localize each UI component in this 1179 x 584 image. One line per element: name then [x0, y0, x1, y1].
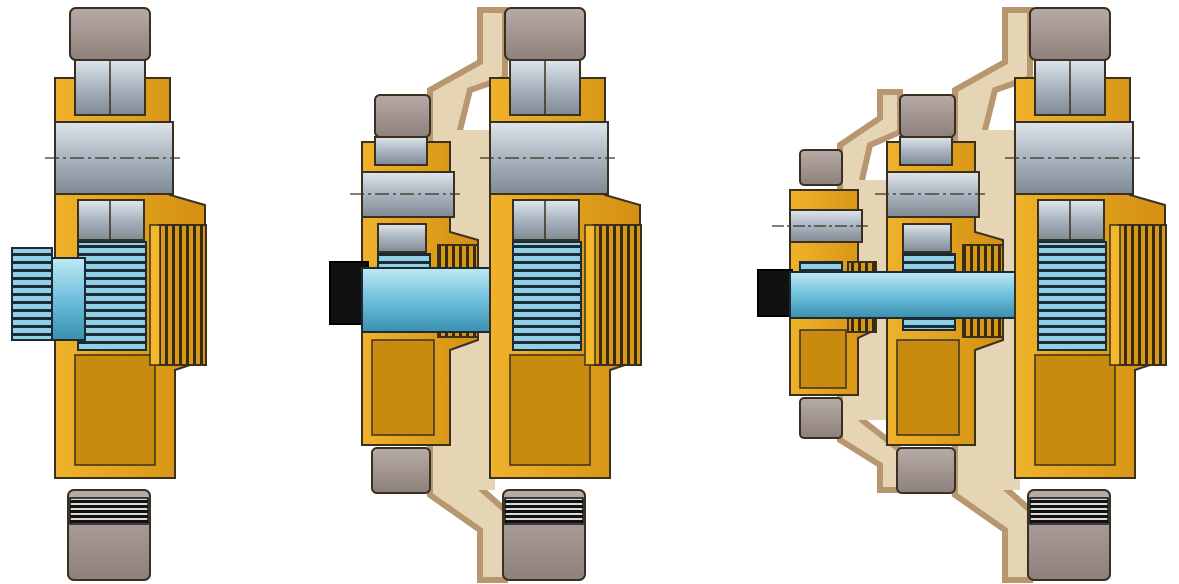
planet-bearing-lower	[1037, 199, 1105, 241]
planet-gear	[1037, 241, 1107, 351]
planet-bearing-lower	[377, 223, 427, 253]
planet-bearing-lower	[902, 223, 952, 253]
ring-gear	[157, 224, 207, 366]
sun-shaft	[361, 267, 503, 333]
input-spline	[757, 269, 793, 317]
rim-block-bottom	[799, 397, 843, 439]
rim-block-bottom	[896, 447, 956, 494]
wheel-bearing	[69, 497, 149, 525]
sun-shaft	[789, 271, 1036, 319]
rim-block-top	[374, 94, 431, 138]
rim-block-bottom	[371, 447, 431, 494]
planet-gear	[512, 241, 582, 351]
stage-3	[757, 7, 1167, 583]
wheel-bearing	[504, 497, 584, 525]
rim-block-top	[1029, 7, 1111, 61]
planet-bearing-top	[899, 136, 953, 166]
rim-block-top	[69, 7, 151, 61]
ring-gear	[1117, 224, 1167, 366]
rim-block-top	[799, 149, 843, 186]
planet-bearing-top	[374, 136, 428, 166]
ring-gear	[592, 224, 642, 366]
stage-1	[11, 7, 207, 581]
input-spline	[11, 247, 53, 341]
rim-block-top	[504, 7, 586, 61]
stage-2	[329, 7, 642, 583]
planet-gear	[77, 241, 147, 351]
carrier-inner-cavity	[74, 354, 156, 466]
planet-bearing-lower	[512, 199, 580, 241]
planet-bearing-lower	[77, 199, 145, 241]
rim-block-top	[899, 94, 956, 138]
wheel-bearing	[1029, 497, 1109, 525]
